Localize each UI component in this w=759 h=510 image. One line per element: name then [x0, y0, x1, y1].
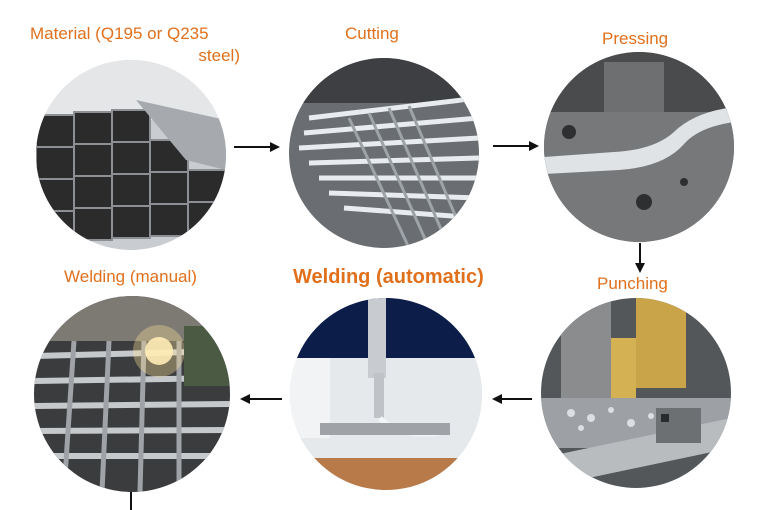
punching-label: Punching	[597, 274, 668, 293]
arrow-down-icon	[130, 492, 132, 510]
welding-manual-photo	[34, 296, 230, 492]
material-label-line1: Material (Q195 or Q235	[30, 24, 209, 43]
cutting-photo	[289, 58, 479, 248]
arrow-left-icon	[492, 394, 532, 404]
welding-automatic-photo	[290, 298, 482, 490]
welding-manual-label: Welding (manual)	[64, 267, 197, 286]
material-photo	[36, 60, 226, 250]
pressing-label: Pressing	[602, 29, 669, 48]
arrow-left-icon	[240, 394, 282, 404]
welding-automatic-label: Welding (automatic)	[293, 266, 484, 288]
arrow-right-icon	[493, 141, 539, 151]
material-label-line2: steel)	[198, 46, 240, 65]
pressing-photo	[544, 52, 734, 242]
cutting-label: Cutting	[345, 24, 399, 43]
punching-photo	[541, 298, 731, 488]
arrow-right-icon	[234, 142, 280, 152]
arrow-down-icon	[635, 243, 645, 273]
